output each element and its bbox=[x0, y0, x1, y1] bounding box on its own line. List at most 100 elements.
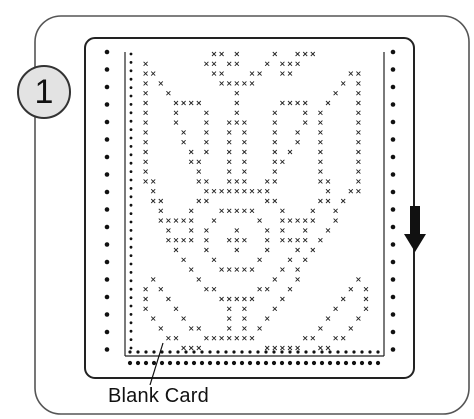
needle-hole bbox=[130, 61, 133, 64]
needle-hole bbox=[130, 338, 133, 341]
needle-hole bbox=[130, 145, 133, 148]
sprocket-hole bbox=[391, 225, 396, 230]
needle-hole bbox=[130, 170, 133, 173]
needle-hole bbox=[130, 246, 133, 249]
sprocket-hole bbox=[391, 347, 396, 352]
needle-hole bbox=[130, 271, 133, 274]
needle-hole bbox=[152, 350, 155, 353]
needle-hole bbox=[184, 350, 187, 353]
needle-hole bbox=[264, 350, 267, 353]
needle-hole bbox=[168, 350, 171, 353]
punch-card bbox=[85, 38, 414, 378]
needle-hole bbox=[136, 361, 140, 365]
sprocket-hole bbox=[105, 295, 110, 300]
sprocket-hole bbox=[391, 120, 396, 125]
needle-hole bbox=[192, 361, 196, 365]
sprocket-hole bbox=[391, 242, 396, 247]
needle-hole bbox=[256, 361, 260, 365]
needle-hole bbox=[130, 195, 133, 198]
needle-hole bbox=[304, 361, 308, 365]
needle-hole bbox=[130, 313, 133, 316]
sprocket-hole bbox=[105, 102, 110, 107]
needle-hole bbox=[184, 361, 188, 365]
needle-hole bbox=[352, 361, 356, 365]
needle-hole bbox=[280, 350, 283, 353]
needle-hole bbox=[176, 361, 180, 365]
needle-hole bbox=[208, 361, 212, 365]
needle-hole bbox=[360, 350, 363, 353]
sprocket-hole bbox=[105, 85, 110, 90]
needle-hole bbox=[296, 350, 299, 353]
needle-hole bbox=[176, 350, 179, 353]
needle-hole bbox=[130, 221, 133, 224]
sprocket-hole bbox=[391, 172, 396, 177]
needle-hole bbox=[352, 350, 355, 353]
needle-hole bbox=[160, 361, 164, 365]
needle-hole bbox=[130, 69, 133, 72]
needle-hole bbox=[130, 86, 133, 89]
sprocket-hole bbox=[105, 312, 110, 317]
sprocket-hole bbox=[105, 67, 110, 72]
needle-hole bbox=[304, 350, 307, 353]
needle-hole bbox=[152, 361, 156, 365]
sprocket-hole bbox=[391, 207, 396, 212]
needle-hole bbox=[224, 350, 227, 353]
needle-hole bbox=[168, 361, 172, 365]
sprocket-hole bbox=[105, 50, 110, 55]
step-number: 1 bbox=[18, 66, 70, 118]
needle-hole bbox=[312, 361, 316, 365]
sprocket-hole bbox=[391, 67, 396, 72]
needle-hole bbox=[248, 361, 252, 365]
sprocket-hole bbox=[391, 277, 396, 282]
needle-hole bbox=[130, 212, 133, 215]
needle-hole bbox=[130, 111, 133, 114]
sprocket-hole bbox=[391, 155, 396, 160]
needle-hole bbox=[336, 350, 339, 353]
needle-hole bbox=[320, 361, 324, 365]
sprocket-hole bbox=[105, 137, 110, 142]
needle-hole bbox=[256, 350, 259, 353]
needle-hole bbox=[280, 361, 284, 365]
card-caption: Blank Card bbox=[108, 385, 308, 408]
needle-hole bbox=[288, 361, 292, 365]
sprocket-hole bbox=[105, 207, 110, 212]
needle-hole bbox=[130, 305, 133, 308]
sprocket-hole bbox=[105, 260, 110, 265]
needle-hole bbox=[344, 361, 348, 365]
needle-hole bbox=[320, 350, 323, 353]
needle-hole bbox=[288, 350, 291, 353]
needle-hole bbox=[130, 95, 133, 98]
needle-hole bbox=[264, 361, 268, 365]
sprocket-hole bbox=[105, 225, 110, 230]
needle-hole bbox=[130, 78, 133, 81]
needle-hole bbox=[130, 120, 133, 123]
needle-hole bbox=[128, 350, 131, 353]
needle-hole bbox=[128, 361, 132, 365]
needle-hole bbox=[240, 361, 244, 365]
needle-hole bbox=[232, 361, 236, 365]
needle-hole bbox=[336, 361, 340, 365]
sprocket-hole bbox=[105, 190, 110, 195]
needle-hole bbox=[130, 237, 133, 240]
needle-hole bbox=[216, 350, 219, 353]
needle-hole bbox=[232, 350, 235, 353]
sprocket-hole bbox=[105, 347, 110, 352]
needle-hole bbox=[130, 53, 133, 56]
sprocket-hole bbox=[391, 295, 396, 300]
needle-hole bbox=[130, 187, 133, 190]
needle-hole bbox=[130, 204, 133, 207]
sprocket-hole bbox=[391, 50, 396, 55]
needle-hole bbox=[360, 361, 364, 365]
needle-hole bbox=[130, 137, 133, 140]
needle-hole bbox=[130, 330, 133, 333]
needle-hole bbox=[144, 361, 148, 365]
needle-hole bbox=[130, 279, 133, 282]
sprocket-hole bbox=[391, 137, 396, 142]
needle-hole bbox=[130, 179, 133, 182]
needle-hole bbox=[130, 254, 133, 257]
sprocket-hole bbox=[391, 260, 396, 265]
needle-hole bbox=[130, 153, 133, 156]
needle-hole bbox=[192, 350, 195, 353]
needle-hole bbox=[296, 361, 300, 365]
